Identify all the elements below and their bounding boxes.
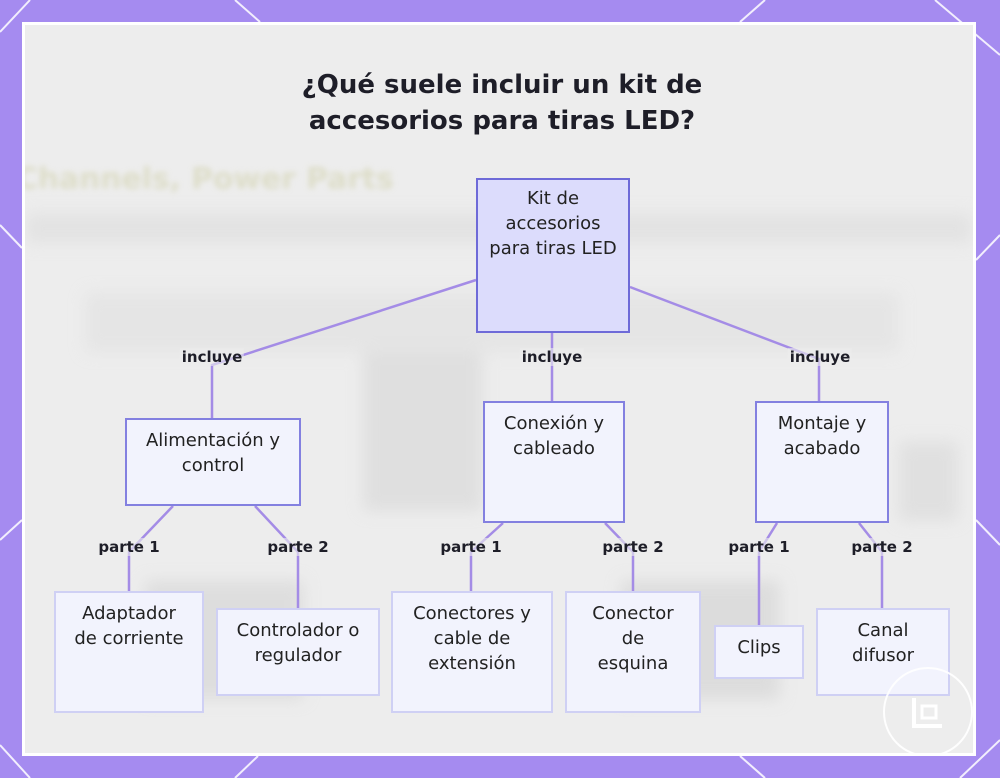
edge-power-controller xyxy=(255,506,298,608)
edge-root-power xyxy=(212,280,476,418)
edge-root-mounting xyxy=(630,287,819,401)
diagram-card: Channels, Power Parts ¿Qué suele incluir… xyxy=(22,22,976,756)
node-corner-connector: Conector de esquina xyxy=(565,591,701,713)
edge-connection-corner xyxy=(605,523,633,591)
node-power-adapter: Adaptador de corriente xyxy=(54,591,204,713)
edge-label-connection-part1: parte 1 xyxy=(438,538,503,556)
watermark-logo xyxy=(883,667,973,756)
edge-label-connection-part2: parte 2 xyxy=(600,538,665,556)
edge-connection-connectors xyxy=(471,523,503,591)
node-connectors-extension-cable: Conectores y cable de extensión xyxy=(391,591,553,713)
edge-label-power-part1: parte 1 xyxy=(96,538,161,556)
edge-mounting-diffuser xyxy=(859,523,882,608)
node-clips: Clips xyxy=(714,625,804,679)
edge-label-mounting-part1: parte 1 xyxy=(726,538,791,556)
edge-label-power-part2: parte 2 xyxy=(265,538,330,556)
edge-label-includes-power: incluye xyxy=(180,348,244,366)
node-controller-regulator: Controlador o regulador xyxy=(216,608,380,696)
node-root-led-kit: Kit de accesorios para tiras LED xyxy=(476,178,630,333)
node-mounting-finishing: Montaje y acabado xyxy=(755,401,889,523)
node-power-control: Alimentación y control xyxy=(125,418,301,506)
edge-label-mounting-part2: parte 2 xyxy=(849,538,914,556)
edge-label-includes-mounting: incluye xyxy=(788,348,852,366)
logo-mark-icon xyxy=(908,694,948,730)
edge-label-includes-connection: incluye xyxy=(520,348,584,366)
node-connection-wiring: Conexión y cableado xyxy=(483,401,625,523)
